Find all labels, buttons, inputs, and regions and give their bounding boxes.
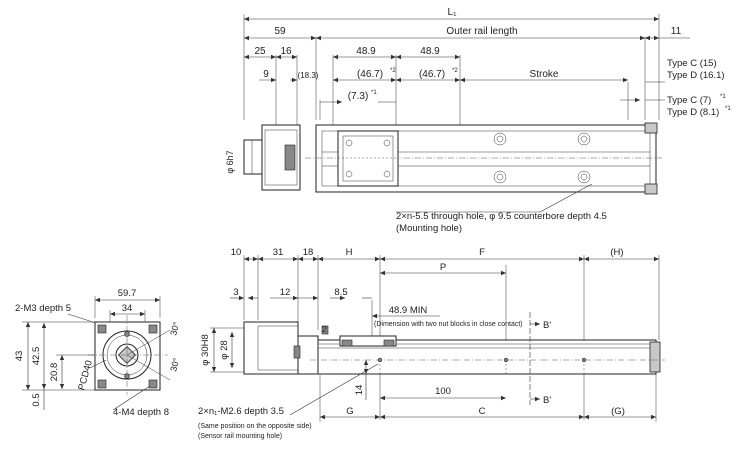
dim-16: 16 xyxy=(280,46,292,57)
top-view: L₁ 59 Outer rail length 11 25 16 48.9 48… xyxy=(225,7,731,234)
dim-pcd40: PCD40 xyxy=(76,359,95,391)
dim-25: 25 xyxy=(254,46,266,57)
dim-46-7-b: (46.7) xyxy=(419,69,445,80)
sup-1-c7: *1 xyxy=(720,94,726,100)
dim-18-3: (18.3) xyxy=(298,71,319,80)
note-type-c-15: Type C (15) xyxy=(667,58,717,69)
motor-shaft xyxy=(243,139,263,175)
note-tap-sub1: (Same position on the opposite side) xyxy=(198,423,312,430)
dim-10: 10 xyxy=(231,247,242,258)
dim-48-9-min: 48.9 MIN xyxy=(389,305,428,316)
note-type-c-7: Type C (7) xyxy=(667,95,711,106)
dim-p: P xyxy=(440,262,446,273)
angle-30-a: 30° xyxy=(168,320,181,336)
dim-stroke: Stroke xyxy=(530,69,559,80)
dim-20-8: 20.8 xyxy=(49,363,60,382)
dim-2: 2 xyxy=(322,324,327,334)
dim-3: 3 xyxy=(233,287,238,298)
dim-59-7: 59.7 xyxy=(118,288,137,299)
dim-l1: L₁ xyxy=(448,7,458,18)
dim-31: 31 xyxy=(273,247,284,258)
front-view: 10 31 18 H F (H) P 3 12 8.5 48.9 MIN (Di… xyxy=(198,247,665,440)
dim-18: 18 xyxy=(303,247,314,258)
note-type-d-16-1: Type D (16.1) xyxy=(667,70,725,81)
dim-12: 12 xyxy=(280,287,291,298)
dim-0-5: 0.5 xyxy=(31,393,42,406)
dim-100: 100 xyxy=(435,386,451,397)
dim-g-paren: (G) xyxy=(611,406,625,417)
motor-side xyxy=(243,321,299,375)
dim-43: 43 xyxy=(14,351,25,362)
note-tap: 2×n₁-M2.6 depth 3.5 xyxy=(198,406,284,417)
dim-g: G xyxy=(346,406,353,417)
dim-9: 9 xyxy=(263,69,269,80)
dim-34: 34 xyxy=(122,303,133,314)
mounting-holes xyxy=(493,132,591,184)
section-b-prime-top: B' xyxy=(543,320,551,331)
note-min-dimension: (Dimension with two nut blocks in close … xyxy=(374,321,523,328)
dim-46-7-a: (46.7) xyxy=(357,69,383,80)
end-view: 59.7 34 2-M3 depth 5 30° 30° 43 42.5 xyxy=(14,288,182,418)
sup-1-a: *1 xyxy=(371,90,377,96)
dim-8-5: 8.5 xyxy=(334,287,347,298)
note-m4: 4-M4 depth 8 xyxy=(113,407,169,418)
note-tap-sub2: (Sensor rail mounting hole) xyxy=(198,433,282,440)
dim-h: H xyxy=(346,247,353,258)
dim-14: 14 xyxy=(354,385,365,396)
dim-42-5: 42.5 xyxy=(31,347,42,366)
dim-h-paren: (H) xyxy=(610,247,623,258)
dim-outer-rail-length: Outer rail length xyxy=(446,26,517,37)
dim-shaft-dia: φ 6h7 xyxy=(225,150,235,173)
dim-7-3: (7.3) xyxy=(348,91,369,102)
note-mounting-hole: 2×n-5.5 through hole, φ 9.5 counterbore … xyxy=(396,211,607,222)
dim-11: 11 xyxy=(671,26,682,37)
sup-2-a: *2 xyxy=(390,68,396,74)
dim-48-9-b: 48.9 xyxy=(420,46,440,57)
nut-block xyxy=(337,130,399,187)
angle-30-b: 30° xyxy=(168,356,181,372)
dim-48-9-a: 48.9 xyxy=(356,46,376,57)
dim-59: 59 xyxy=(274,26,286,37)
note-m3: 2-M3 depth 5 xyxy=(15,303,71,314)
section-b-prime-bottom: B' xyxy=(543,395,551,406)
sup-1-d8: *1 xyxy=(725,106,731,112)
note-mounting-hole-sub: (Mounting hole) xyxy=(396,223,462,234)
nut-block-side xyxy=(339,335,397,347)
dim-phi-30h8: φ 30H8 xyxy=(200,334,211,366)
dim-f: F xyxy=(479,247,485,258)
note-type-d-8-1: Type D (8.1) xyxy=(667,107,719,118)
dim-phi-28: φ 28 xyxy=(219,340,230,359)
sensor-rail-holes xyxy=(377,357,587,376)
sup-2-b: *2 xyxy=(452,68,458,74)
dim-c: C xyxy=(479,406,486,417)
